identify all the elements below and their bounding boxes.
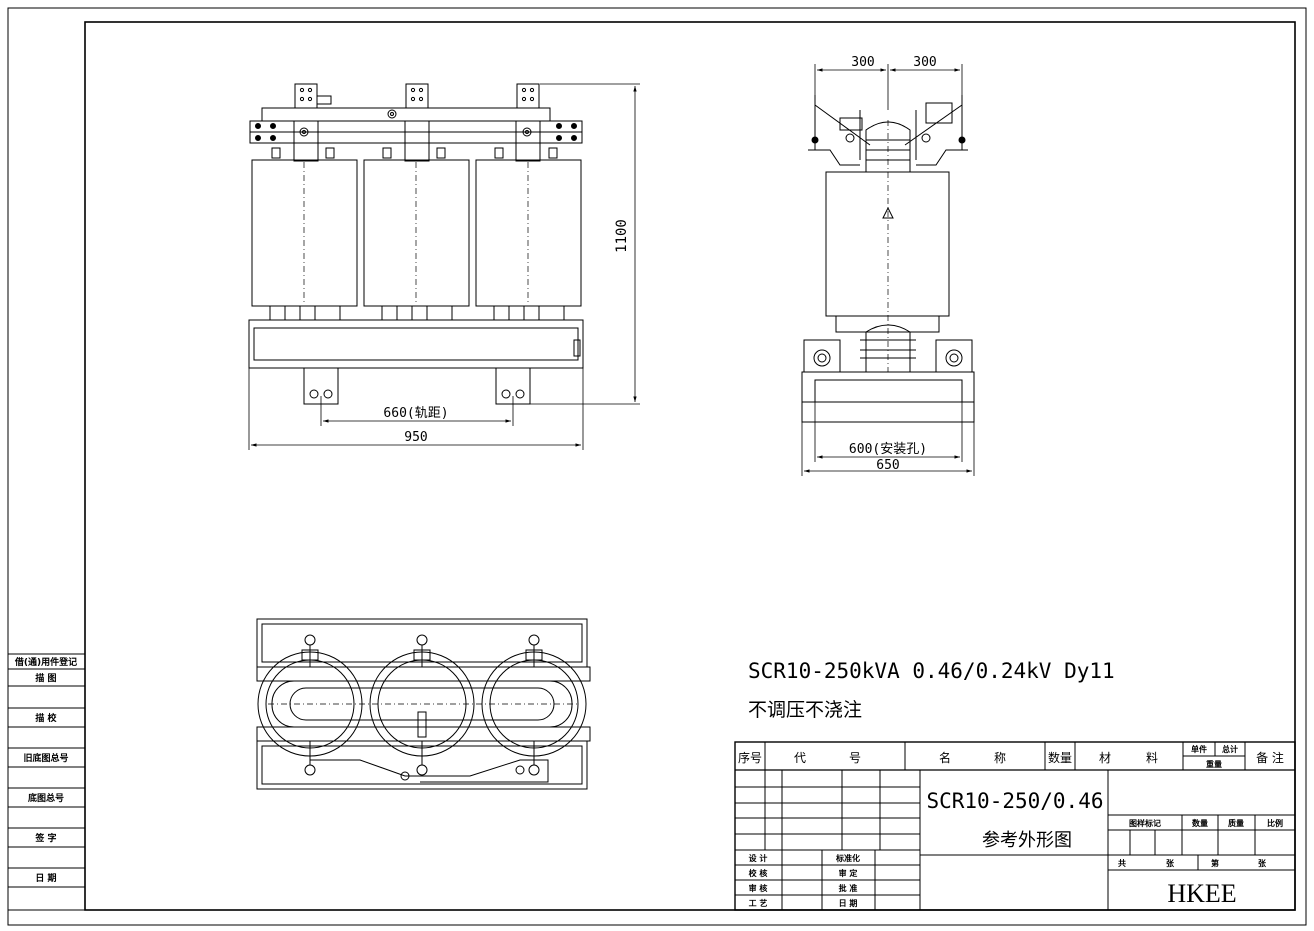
- tb-sign-approve: 批 准: [839, 883, 858, 893]
- tb-header-code-a: 代: [794, 751, 806, 765]
- front-view: [248, 83, 584, 405]
- tb-sheet-total-b: 张: [1166, 859, 1175, 868]
- tb-sheet-total-a: 共: [1118, 858, 1126, 868]
- tb-header-mat-a: 材: [1099, 751, 1111, 765]
- tb-sign-date: 日 期: [839, 898, 858, 908]
- top-view: [256, 618, 591, 790]
- strip-label-trace-check: 描 校: [35, 712, 57, 724]
- tb-sheet-num-b: 张: [1258, 859, 1267, 868]
- tb-header-weight: 重量: [1206, 759, 1222, 769]
- sheet-border: [7, 7, 1307, 926]
- left-strip: 借(通)用件登记 描 图 描 校 旧底图总号 底图总号 签 字 日 期: [7, 653, 86, 911]
- front-dimensions: [248, 83, 640, 450]
- tb-sheet-num-a: 第: [1211, 858, 1219, 868]
- spec-line-note: 不调压不浇注: [748, 699, 862, 721]
- dim-front-rail-gauge: 660(轨距): [383, 406, 448, 421]
- tb-header-mat-b: 料: [1146, 751, 1158, 765]
- dim-front-height: 1100: [614, 219, 630, 253]
- tb-header-code-b: 号: [849, 751, 861, 765]
- tb-company-name: HKEE: [1167, 879, 1236, 908]
- tb-sign-approve-review: 审 定: [839, 868, 858, 878]
- tb-drawing-number: SCR10-250/0.46: [926, 789, 1103, 813]
- tb-header-qty: 数量: [1048, 750, 1072, 765]
- tb-mark-mass: 质量: [1228, 818, 1244, 828]
- dim-side-half-left: 300: [851, 55, 874, 70]
- strip-label-old-base-no: 旧底图总号: [23, 752, 68, 764]
- tb-sign-design: 设 计: [749, 853, 768, 863]
- title-block: [734, 741, 1296, 911]
- side-dimensions: [801, 64, 975, 476]
- strip-label-register: 借(通)用件登记: [14, 656, 77, 668]
- strip-label-base-no: 底图总号: [28, 792, 64, 804]
- strip-label-trace: 描 图: [35, 672, 56, 684]
- tb-header-unit: 单件: [1191, 744, 1207, 754]
- side-view: [801, 95, 975, 423]
- tb-header-remark: 备 注: [1256, 750, 1284, 765]
- dim-front-width: 950: [404, 430, 427, 445]
- tb-header-name-b: 称: [994, 751, 1006, 765]
- tb-header-seq: 序号: [738, 750, 762, 765]
- tb-drawing-name: 参考外形图: [982, 830, 1072, 851]
- tb-header-name-a: 名: [939, 750, 951, 765]
- dim-side-mount-holes: 600(安装孔): [849, 442, 927, 457]
- tb-sign-check: 校 核: [749, 868, 768, 878]
- tb-sign-review: 审 核: [749, 883, 768, 893]
- strip-label-date: 日 期: [35, 872, 56, 884]
- strip-label-signature: 签 字: [34, 832, 56, 844]
- tb-mark-scale: 比例: [1267, 818, 1283, 828]
- tb-sign-process: 工 艺: [749, 898, 768, 908]
- dim-side-width: 650: [876, 458, 899, 473]
- tb-header-total: 总计: [1222, 744, 1238, 754]
- spec-line-model: SCR10-250kVA 0.46/0.24kV Dy11: [748, 659, 1115, 683]
- tb-mark-qty: 数量: [1192, 818, 1208, 828]
- tb-mark-stage: 图样标记: [1129, 818, 1161, 828]
- dim-side-half-right: 300: [913, 55, 936, 70]
- tb-sign-standard: 标准化: [835, 853, 860, 863]
